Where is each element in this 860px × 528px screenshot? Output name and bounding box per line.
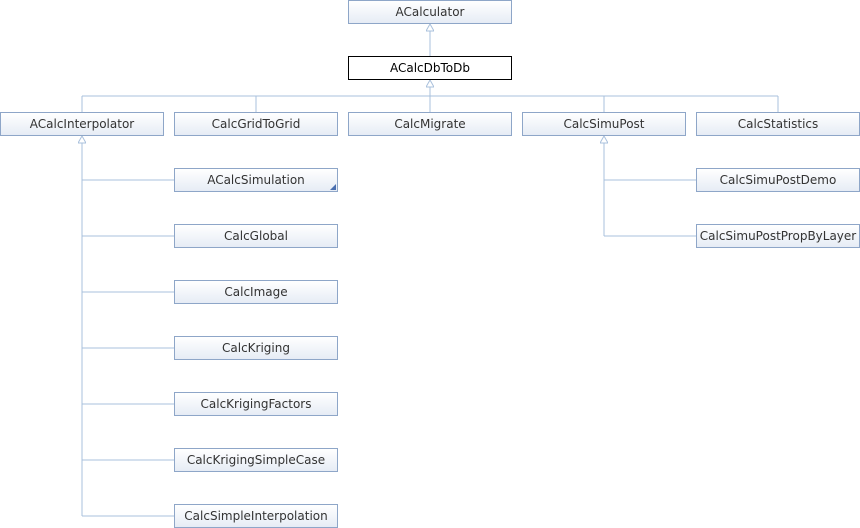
collapsed-children-indicator-icon bbox=[330, 184, 336, 190]
node-calcsimupostdemo[interactable]: CalcSimuPostDemo bbox=[696, 168, 860, 192]
node-calckrigingfactors[interactable]: CalcKrigingFactors bbox=[174, 392, 338, 416]
node-calcsimupostpropbylayer[interactable]: CalcSimuPostPropByLayer bbox=[696, 224, 860, 248]
node-calcstatistics[interactable]: CalcStatistics bbox=[696, 112, 860, 136]
node-calckriging[interactable]: CalcKriging bbox=[174, 336, 338, 360]
node-calckrigingsimplecase[interactable]: CalcKrigingSimpleCase bbox=[174, 448, 338, 472]
node-calcmigrate[interactable]: CalcMigrate bbox=[348, 112, 512, 136]
node-acalcsimulation[interactable]: ACalcSimulation bbox=[174, 168, 338, 192]
node-acalcsimulation-label: ACalcSimulation bbox=[207, 173, 305, 187]
node-acalcinterpolator[interactable]: ACalcInterpolator bbox=[0, 112, 164, 136]
node-calcsimupost[interactable]: CalcSimuPost bbox=[522, 112, 686, 136]
node-acalcdbtodb: ACalcDbToDb bbox=[348, 56, 512, 80]
node-calcglobal[interactable]: CalcGlobal bbox=[174, 224, 338, 248]
node-calcimage[interactable]: CalcImage bbox=[174, 280, 338, 304]
node-acalculator[interactable]: ACalculator bbox=[348, 0, 512, 24]
node-calcgridtogrid[interactable]: CalcGridToGrid bbox=[174, 112, 338, 136]
node-calcsimpleinterpolation[interactable]: CalcSimpleInterpolation bbox=[174, 504, 338, 528]
